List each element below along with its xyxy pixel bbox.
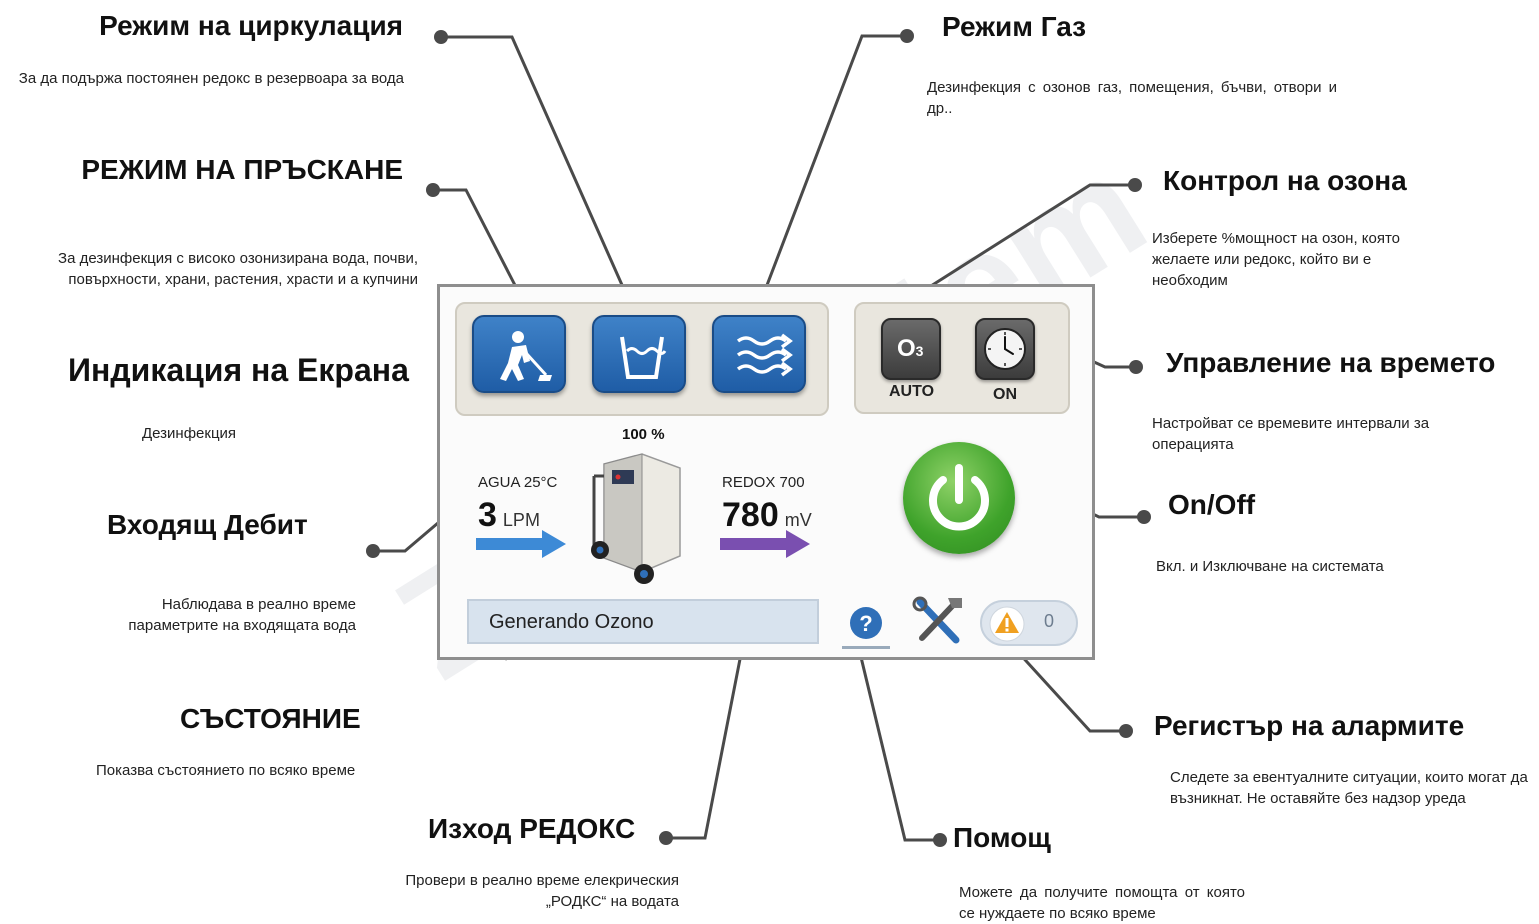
ozone-machine-image	[591, 453, 681, 584]
redox-label: REDOX 700	[722, 474, 805, 491]
ozone-control-button[interactable]: O3	[881, 318, 941, 380]
callout-redox-title: Изход РЕДОКС	[428, 813, 636, 844]
callout-time-title: Управление на времето	[1166, 347, 1496, 378]
svg-text:?: ?	[859, 611, 872, 636]
callout-ozone-title: Контрол на озона	[1163, 165, 1407, 196]
ozone-symbol: O3	[897, 335, 924, 362]
tools-icon	[912, 596, 962, 644]
alarm-count: 0	[1044, 611, 1055, 631]
callout-inflow-desc: Наблюдава в реално време параметрите на …	[128, 596, 356, 634]
alarm-register-button[interactable]: 0	[980, 600, 1078, 646]
redox-unit: mV	[784, 510, 812, 530]
inflow-value: 3	[478, 496, 497, 534]
water-tank-icon	[620, 336, 667, 379]
help-button[interactable]: ?	[842, 600, 890, 649]
power-icon	[929, 464, 989, 531]
callout-help-title: Помощ	[953, 822, 1051, 853]
callout-gas-desc: Дезинфекция с озонов газ, помещения, бъч…	[927, 79, 1337, 117]
inflow-label: AGUA 25°C	[478, 474, 558, 491]
callout-ozone-desc: Изберете %мощност на озон, която желаете…	[1152, 230, 1401, 289]
callout-screen-title: Индикация на Екрана	[68, 352, 409, 388]
callout-onoff-desc: Вкл. и Изключване на системата	[1156, 558, 1384, 575]
person-spraying-icon	[500, 331, 552, 381]
callout-circulation-title: Режим на циркулация	[99, 10, 403, 41]
clock-icon	[984, 328, 1026, 370]
circulation-mode-button[interactable]	[592, 315, 686, 393]
gas-waves-icon	[736, 333, 793, 377]
redox-arrow	[720, 530, 810, 558]
settings-tools-button[interactable]	[908, 594, 968, 648]
ozone-mode-caption: AUTO	[889, 383, 935, 400]
power-button[interactable]	[903, 442, 1015, 554]
callout-alarms-title: Регистър на алармите	[1154, 710, 1465, 741]
callout-help-desc: Можете да получите помощта от която се н…	[959, 884, 1245, 922]
callout-status-title: СЪСТОЯНИЕ	[180, 703, 361, 734]
callout-inflow-title: Входящ Дебит	[107, 509, 308, 540]
timer-button[interactable]	[975, 318, 1035, 380]
callout-status-desc: Показва състоянието по всяко време	[96, 762, 356, 779]
inflow-unit: LPM	[502, 510, 540, 530]
redox-value: 780	[722, 496, 779, 534]
callout-redox-desc: Провери в реално време елекрическия „РОД…	[405, 872, 679, 910]
warning-icon	[989, 606, 1025, 642]
callout-alarms-desc: Следете за евентуалните ситуации, които …	[1170, 769, 1528, 807]
status-bar: Generando Ozono	[467, 599, 819, 644]
callout-screen-desc: Дезинфекция	[142, 425, 237, 442]
callout-circulation-desc: За да подържа постоянен редокс в резерво…	[18, 70, 404, 87]
help-icon: ?	[850, 607, 882, 639]
inflow-arrow	[476, 530, 566, 558]
callout-gas-title: Режим Газ	[942, 11, 1087, 42]
status-text: Generando Ozono	[489, 611, 654, 633]
spray-mode-button[interactable]	[472, 315, 566, 393]
callout-spray-desc: За дезинфекция с високо озонизирана вода…	[58, 250, 418, 288]
callout-time-desc: Настройват се времевите интервали за опе…	[1152, 415, 1430, 453]
callout-onoff-title: On/Off	[1168, 489, 1256, 520]
gas-mode-button[interactable]	[712, 315, 806, 393]
machine-percent: 100 %	[622, 426, 665, 443]
timer-caption: ON	[993, 386, 1017, 403]
callout-spray-title: РЕЖИМ НА ПРЪСКАНЕ	[81, 154, 403, 185]
